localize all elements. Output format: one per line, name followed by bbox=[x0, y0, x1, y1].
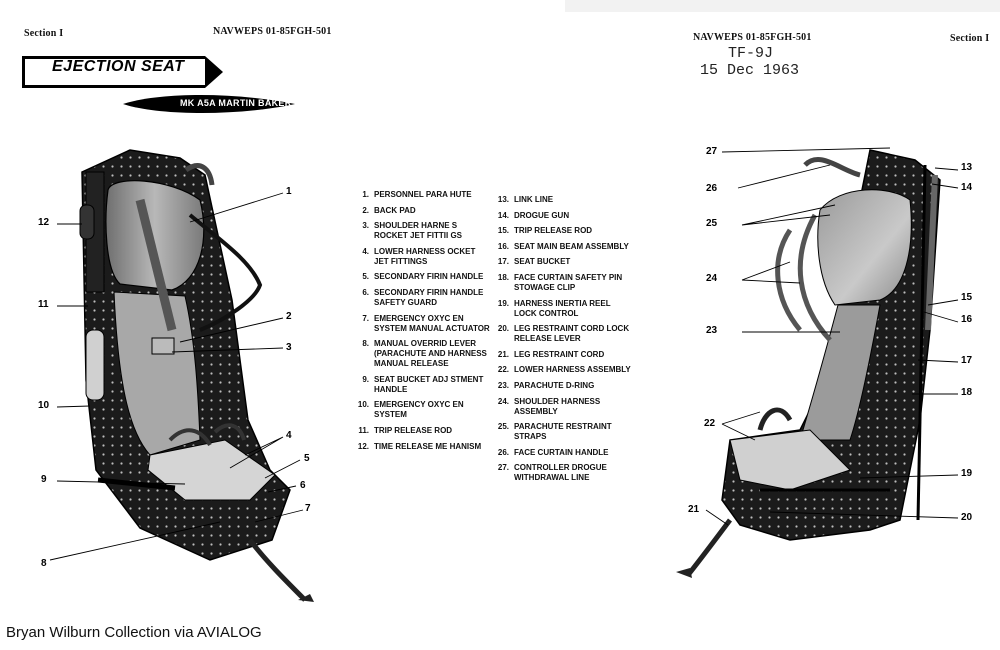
callout-8: 8 bbox=[41, 558, 47, 569]
callout-9: 9 bbox=[41, 474, 47, 485]
callout-25: 25 bbox=[706, 218, 718, 229]
legend-item: 14.DROGUE GUN bbox=[497, 210, 570, 220]
callout-12: 12 bbox=[38, 217, 50, 228]
callout-4: 4 bbox=[286, 430, 292, 441]
callout-11: 11 bbox=[38, 299, 49, 310]
legend-item: 9.SEAT BUCKET ADJ STMENT HANDLE bbox=[362, 374, 484, 394]
legend-item: 5.SECONDARY FIRIN HANDLE bbox=[362, 272, 484, 282]
legend-item: 27.CONTROLLER DROGUE WITHDRAWAL LINE bbox=[497, 463, 607, 483]
callout-3: 3 bbox=[286, 342, 292, 353]
legend-column-left: 1.PERSONNEL PARA HUTE 2.BACK PAD 3.SHOUL… bbox=[353, 190, 492, 457]
legend-column-right: 13.LINK LINE 14.DROGUE GUN 15.TRIP RELEA… bbox=[493, 195, 632, 489]
legend-item: 8.MANUAL OVERRID LEVER (PARACHUTE AND HA… bbox=[362, 339, 487, 369]
left-doc-number: NAVWEPS 01-85FGH-501 bbox=[213, 26, 332, 37]
legend-item: 18.FACE CURTAIN SAFETY PIN STOWAGE CLIP bbox=[497, 272, 623, 292]
banner-title: EJECTION SEAT bbox=[52, 58, 185, 75]
legend-item: 6.SECONDARY FIRIN HANDLE SAFETY GUARD bbox=[362, 287, 484, 307]
legend-item: 24.SHOULDER HARNESS ASSEMBLY bbox=[497, 396, 601, 416]
legend-item: 11.TRIP RELEASE ROD bbox=[358, 425, 453, 435]
right-leader-lines bbox=[705, 147, 959, 526]
legend-item: 3.SHOULDER HARNE S ROCKET JET FITTII GS bbox=[362, 221, 463, 241]
callout-13: 13 bbox=[961, 162, 973, 173]
callout-10: 10 bbox=[38, 400, 50, 411]
callout-27: 27 bbox=[706, 146, 718, 157]
callout-18: 18 bbox=[961, 387, 973, 398]
legend-item: 23.PARACHUTE D-RING bbox=[497, 380, 595, 390]
legend-item: 22.LOWER HARNESS ASSEMBLY bbox=[497, 365, 631, 375]
callout-23: 23 bbox=[706, 325, 718, 336]
typed-date: 15 Dec 1963 bbox=[700, 62, 800, 79]
callout-1: 1 bbox=[286, 186, 292, 197]
callout-2: 2 bbox=[286, 311, 292, 322]
right-ejection-seat-drawing bbox=[676, 149, 941, 578]
right-section-label: Section I bbox=[950, 33, 990, 44]
callout-14: 14 bbox=[961, 182, 973, 193]
legend-item: 12.TIME RELEASE ME HANISM bbox=[357, 441, 482, 451]
legend-item: 26.FACE CURTAIN HANDLE bbox=[497, 447, 609, 457]
callout-17: 17 bbox=[961, 355, 973, 366]
legend-item: 13.LINK LINE bbox=[497, 195, 554, 204]
callout-6: 6 bbox=[300, 480, 306, 491]
left-ejection-seat-drawing bbox=[79, 149, 314, 602]
legend-item: 21.LEG RESTRAINT CORD bbox=[497, 349, 605, 359]
left-leader-lines bbox=[49, 192, 304, 561]
legend-item: 25.PARACHUTE RESTRAINT STRAPS bbox=[497, 422, 612, 442]
callout-15: 15 bbox=[961, 292, 973, 303]
callout-19: 19 bbox=[961, 468, 973, 479]
photo-credit: Bryan Wilburn Collection via AVIALOG bbox=[6, 624, 262, 641]
legend-item: 2.BACK PAD bbox=[362, 205, 416, 215]
legend-item: 4.LOWER HARNESS OCKET JET FITTINGS bbox=[362, 246, 476, 266]
callout-5: 5 bbox=[304, 453, 310, 464]
legend-item: 1.PERSONNEL PARA HUTE bbox=[362, 190, 472, 199]
callout-16: 16 bbox=[961, 314, 973, 325]
right-doc-number: NAVWEPS 01-85FGH-501 bbox=[693, 32, 812, 43]
callout-22: 22 bbox=[704, 418, 716, 429]
legend-item: 7.EMERGENCY OXYC EN SYSTEM MANUAL ACTUAT… bbox=[362, 313, 490, 333]
callout-21: 21 bbox=[688, 504, 700, 515]
ejection-seat-banner: EJECTION SEAT bbox=[22, 56, 223, 88]
legend-item: 20.LEG RESTRAINT CORD LOCK RELEASE LEVER bbox=[497, 324, 630, 344]
legend-item: 10.EMERGENCY OXYC EN SYSTEM bbox=[357, 400, 464, 420]
callout-24: 24 bbox=[706, 273, 718, 284]
seat-model-subtitle: MK A5A MARTIN BAKER bbox=[180, 98, 292, 108]
legend-item: 19.HARNESS INERTIA REEL LOCK CONTROL bbox=[497, 298, 611, 318]
legend-item: 17.SEAT BUCKET bbox=[497, 257, 571, 267]
left-section-label: Section I bbox=[24, 28, 64, 39]
callout-20: 20 bbox=[961, 512, 973, 523]
legend-item: 16.SEAT MAIN BEAM ASSEMBLY bbox=[497, 241, 629, 251]
callout-7: 7 bbox=[305, 503, 311, 514]
typed-model: TF-9J bbox=[728, 45, 774, 62]
legend-item: 15.TRIP RELEASE ROD bbox=[497, 226, 593, 236]
callout-26: 26 bbox=[706, 183, 718, 194]
